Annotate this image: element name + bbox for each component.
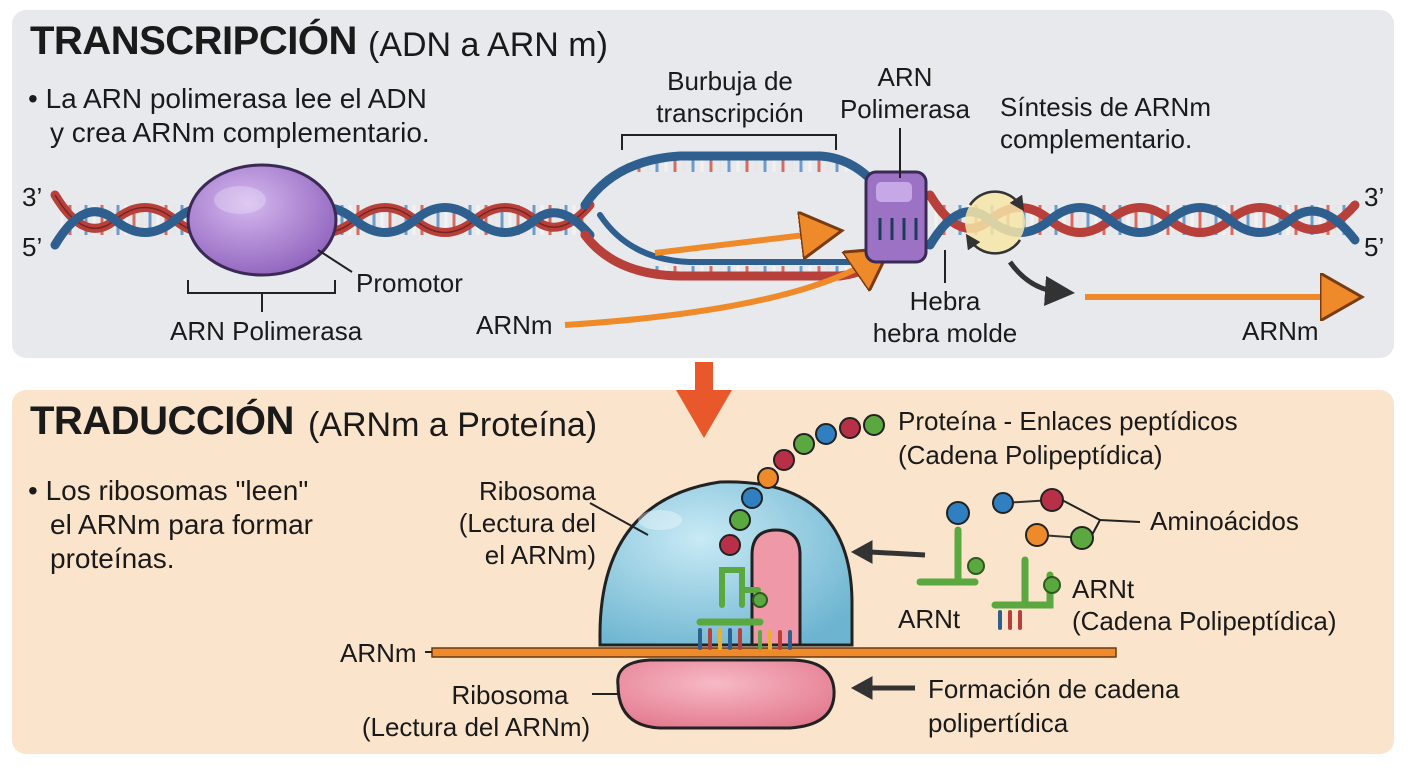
amino-acid-bead xyxy=(719,534,741,556)
ribosome-channel xyxy=(750,528,802,647)
mrna-label: ARNm xyxy=(340,638,417,668)
mrna-label-left: ARNm xyxy=(476,310,553,340)
trna-label-right-line2: (Cadena Polipeptídica) xyxy=(1072,606,1337,636)
protein-label-line2: (Cadena Polipeptídica) xyxy=(898,440,1163,470)
template-label-line2: hebra molde xyxy=(872,318,1018,348)
mrna-strand xyxy=(431,647,1117,658)
polymerase-label-line1: ARN xyxy=(877,62,933,92)
transcription-bubble xyxy=(580,151,890,281)
amino-acid-bead xyxy=(793,433,815,455)
amino-acids xyxy=(992,488,1094,550)
protein-chain xyxy=(719,414,885,556)
dna-end-3-left: 3’ xyxy=(22,182,43,212)
dna-end-3-right: 3’ xyxy=(1364,182,1385,212)
amino-acid-bead xyxy=(815,423,837,445)
ribosome-top-label-line1: Ribosoma xyxy=(478,476,596,506)
translation-bullet-line2: el ARNm para formar xyxy=(50,509,313,540)
rna-polymerase-block xyxy=(864,170,928,264)
translation-subtitle: (ARNm a Proteína) xyxy=(308,406,598,444)
amino-acids-label: Aminoácidos xyxy=(1150,506,1299,536)
translation-bullet-line3: proteínas. xyxy=(50,543,175,574)
chain-label-line2: polipertídica xyxy=(928,708,1069,738)
transcription-subtitle: (ADN a ARN m) xyxy=(368,26,608,64)
trna-label-left: ARNt xyxy=(898,604,961,634)
output-curve-arrow xyxy=(1007,260,1075,306)
ribosome-top-label-line3: el ARNm) xyxy=(484,540,596,570)
promoter-label: Promotor xyxy=(356,268,463,298)
free-trna-1 xyxy=(916,501,985,586)
synthesis-label-line2: complementario. xyxy=(1000,124,1193,154)
amino-acid-bead xyxy=(757,467,779,489)
trna-in-ribosome xyxy=(696,567,792,650)
translation-title: TRADUCCIÓN xyxy=(30,399,294,443)
transcription-title: TRANSCRIPCIÓN xyxy=(30,19,357,63)
transcription-bullet-line1: • La ARN polimerasa lee el ADN xyxy=(28,83,427,114)
polymerase-label-line2: Polimerasa xyxy=(839,94,971,124)
dna-end-5-right: 5’ xyxy=(1364,232,1385,262)
template-label-line1: Hebra xyxy=(909,286,981,316)
amino-acid-bead xyxy=(773,449,795,471)
mrna-exit-arrow xyxy=(564,255,880,328)
ribosome-small-subunit xyxy=(616,658,836,730)
transcription-bullet-line2: y crea ARNm complementario. xyxy=(50,117,430,148)
amino-acid-bead xyxy=(741,487,763,509)
dna-end-5-left: 5’ xyxy=(22,232,43,262)
bubble-label-line2: transcripción xyxy=(656,98,804,128)
promoter-polymerase xyxy=(186,163,338,277)
free-trna-2 xyxy=(991,556,1061,630)
synthesis-label-line1: Síntesis de ARNm xyxy=(1000,92,1211,122)
polymerase-bottom-label: ARN Polimerasa xyxy=(170,316,363,346)
bubble-label-line1: Burbuja de xyxy=(667,66,793,96)
ribosome-bottom-label-line1: Ribosoma xyxy=(451,680,569,710)
amino-acid-bead xyxy=(839,417,861,439)
amino-acid-bead xyxy=(863,414,885,436)
ribosome-bottom-label-line2: (Lectura del ARNm) xyxy=(361,712,591,742)
translation-bullet-line1: • Los ribosomas "leen" xyxy=(28,475,309,506)
bubble-mrna-arrow xyxy=(654,232,830,253)
chain-label-line1: Formación de cadena xyxy=(928,674,1180,704)
trna-label-right-line1: ARNt xyxy=(1072,574,1135,604)
mrna-label-right: ARNm xyxy=(1242,316,1319,346)
amino-acid-bead xyxy=(729,509,751,531)
flow-arrow xyxy=(676,362,732,438)
ribosome-top-label-line2: (Lectura del xyxy=(458,508,596,538)
protein-label-line1: Proteína - Enlaces peptídicos xyxy=(898,406,1238,436)
